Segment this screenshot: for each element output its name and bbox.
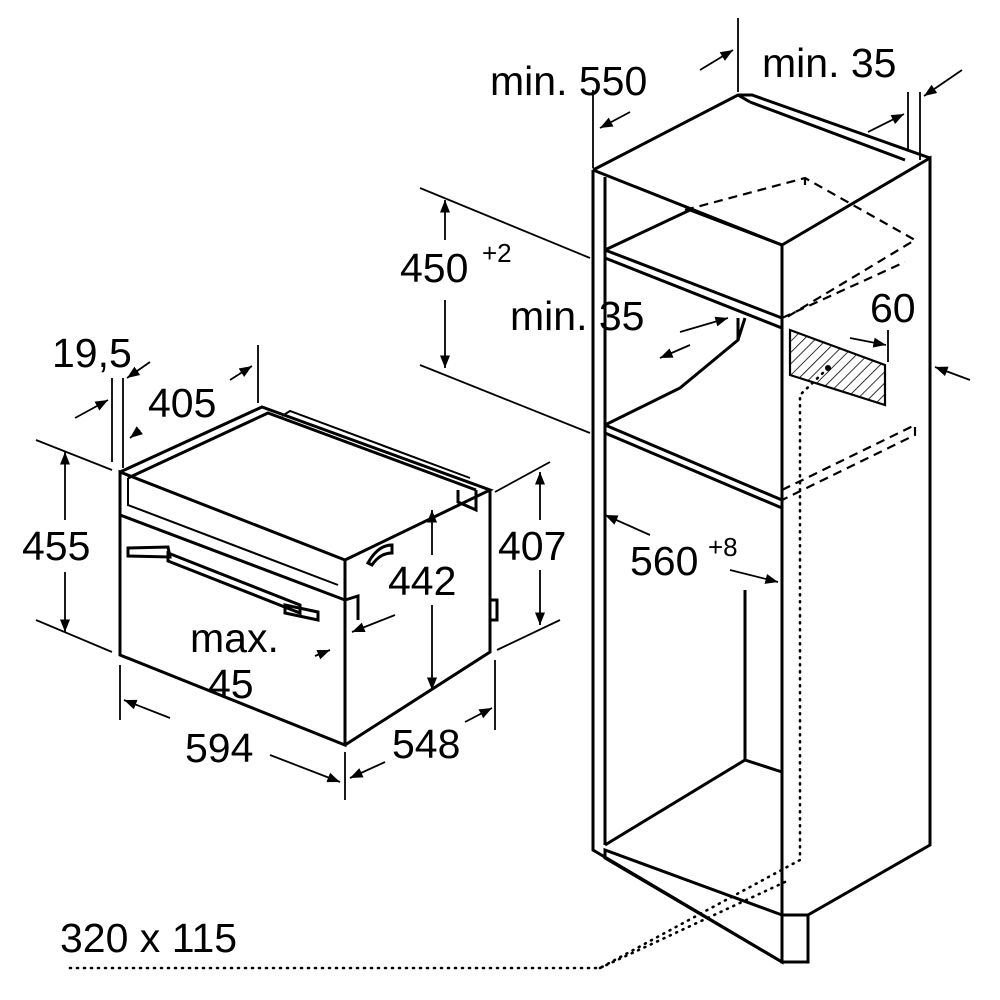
ext-line <box>35 439 113 471</box>
oven-door-top-edge <box>119 513 346 602</box>
dim-arrow <box>849 337 887 348</box>
dim-arrow <box>604 514 651 536</box>
cabinet-plinth-side <box>780 913 810 964</box>
label-oven-width: 594 <box>185 725 253 771</box>
dim-arrow <box>934 366 971 381</box>
oven-unit <box>118 405 499 748</box>
ventilation-block <box>788 328 887 407</box>
vent-cutout-leader <box>68 366 830 970</box>
dim-arrow <box>679 316 729 333</box>
hidden-top-outline <box>684 176 918 321</box>
label-vent-depth: 60 <box>870 285 916 331</box>
label-cabinet-depth: min. 550 <box>490 58 647 104</box>
label-niche-width: 560 <box>630 538 698 584</box>
label-vent-cutout: 320 x 115 <box>60 915 237 961</box>
oven-door-handle <box>126 545 172 559</box>
oven-dimensions <box>35 345 561 800</box>
label-front-offset: 19,5 <box>52 330 132 376</box>
cabinet-top-inner <box>749 100 906 162</box>
label-niche-height-tolerance: +2 <box>482 238 512 268</box>
oven-side-recess <box>365 543 394 567</box>
dim-arrow <box>129 426 143 439</box>
label-cabinet-top-gap: min. 35 <box>762 40 896 86</box>
oven-side-step <box>456 490 478 513</box>
dim-arrow <box>699 49 734 71</box>
label-oven-height: 455 <box>22 523 90 569</box>
dim-arrow <box>923 69 963 97</box>
dim-arrow <box>123 699 171 719</box>
oven-door-handle-right <box>283 603 320 622</box>
ext-line <box>35 619 113 653</box>
cabinet-niche-floor-back <box>604 317 747 427</box>
dimension-labels: min. 550 min. 35 450 +2 min. 35 60 560 +… <box>22 40 916 961</box>
dim-arrow <box>269 754 341 783</box>
oven-top <box>119 405 494 562</box>
dim-arrow <box>351 614 396 633</box>
label-niche-width-tolerance: +8 <box>708 532 738 562</box>
oven-side-notch <box>490 598 499 622</box>
dim-arrow <box>74 399 109 419</box>
vent-cutout-leader-2 <box>598 880 787 970</box>
dim-arrow <box>126 361 151 379</box>
cabinet-right-side <box>781 155 932 962</box>
label-oven-depth: 548 <box>392 721 460 767</box>
oven-door-handle-bar <box>166 550 302 616</box>
ext-line <box>419 187 591 259</box>
ext-line <box>496 619 561 651</box>
ext-line <box>419 364 591 434</box>
dim-arrow <box>314 649 331 660</box>
oven-side <box>344 490 492 747</box>
dim-arrow <box>599 111 631 129</box>
dim-arrow <box>729 569 779 584</box>
dim-arrow <box>659 344 691 359</box>
cabinet-dimensions <box>419 18 971 584</box>
cabinet-top <box>592 93 931 172</box>
hidden-mid-line <box>781 260 906 320</box>
dim-arrow <box>867 113 905 133</box>
dim-arrow <box>349 761 386 779</box>
label-niche-height: 450 <box>400 245 468 291</box>
label-rear-gap: min. 35 <box>510 293 644 339</box>
ext-line <box>494 461 551 493</box>
oven-control-panel <box>127 478 339 586</box>
cabinet-upper-shelf <box>604 248 784 331</box>
oven-top-inner <box>127 411 477 492</box>
dim-arrow <box>229 365 253 381</box>
oven-top-rim <box>281 409 471 479</box>
cabinet-niche-floor <box>604 423 784 511</box>
dim-arrow <box>464 707 493 723</box>
tall-cabinet <box>68 93 932 970</box>
oven-door-panel-edge <box>344 593 360 620</box>
label-max-protrusion-1: max. <box>190 615 279 661</box>
label-max-protrusion-2: 45 <box>208 661 254 707</box>
cabinet-bottom-back <box>604 758 783 847</box>
hidden-bottom-outline <box>781 423 917 501</box>
label-front-height: 442 <box>388 558 456 604</box>
label-oven-depth-top: 405 <box>148 380 216 426</box>
cabinet-upper-shelf-back <box>604 208 783 252</box>
cabinet-top-corner <box>737 93 751 104</box>
label-oven-side-height: 407 <box>498 523 566 569</box>
